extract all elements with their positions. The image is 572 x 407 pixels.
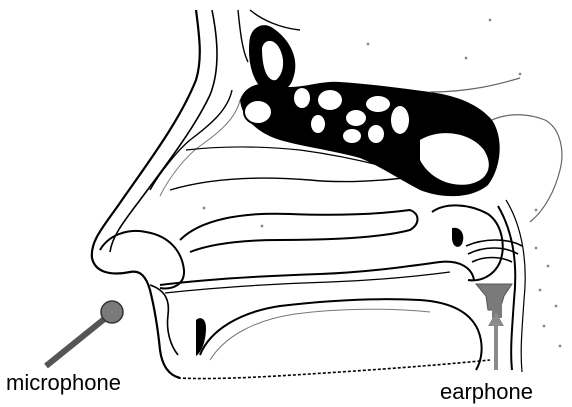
dot: [539, 289, 542, 292]
dot: [465, 57, 468, 60]
lower-jaw: [178, 360, 490, 379]
sinus-cell-1: [244, 100, 272, 124]
microphone-label: microphone: [6, 370, 121, 396]
sinus-cell-3: [318, 90, 342, 110]
nostril-outline: [100, 231, 184, 288]
sinus-cell-4: [346, 110, 366, 126]
dot: [535, 209, 538, 212]
sinus-cell-9: [311, 115, 325, 133]
dot: [555, 305, 558, 308]
dot: [547, 265, 550, 268]
sinus-cell-2: [294, 88, 310, 108]
upper-lip: [150, 285, 178, 355]
dot: [203, 207, 206, 210]
dot: [367, 43, 370, 46]
sinus-cell-8: [391, 106, 409, 134]
uvula: [452, 228, 463, 247]
microphone-head: [101, 301, 123, 323]
hard-palate: [160, 262, 474, 285]
dot: [543, 325, 546, 328]
dot: [535, 247, 538, 250]
dot: [519, 73, 522, 76]
sinus-cell-7: [368, 125, 384, 143]
dot: [559, 345, 562, 348]
sound-wave-1: [472, 258, 512, 263]
sinus-cell-6: [343, 129, 361, 143]
earphone-label: earphone: [440, 379, 533, 405]
microphone-stick: [46, 316, 108, 366]
dot: [489, 19, 492, 22]
lip-dark-detail: [196, 318, 206, 356]
middle-turbinate: [170, 176, 420, 190]
upper-turbinate: [180, 210, 418, 252]
dot: [261, 225, 264, 228]
sound-wave-2: [468, 248, 518, 254]
sinus-cell-5: [366, 96, 390, 112]
sound-wave-3: [466, 240, 522, 246]
